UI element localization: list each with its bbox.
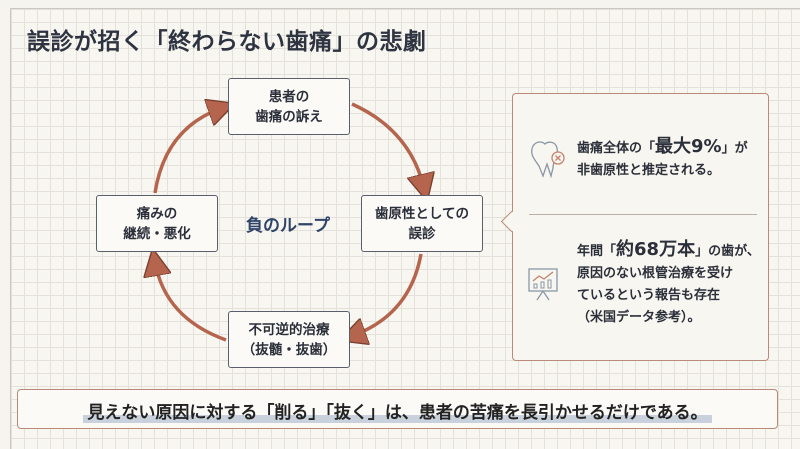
conclusion-banner: 見えない原因に対する「削る」「抜く」は、患者の苦痛を長引かせるだけである。 (17, 389, 778, 429)
page-title: 誤診が招く「終わらない歯痛」の悲劇 (27, 29, 427, 55)
node-misdiagnosis: 歯原性としての 誤診 (361, 195, 483, 252)
node-line: 継続・悪化 (123, 225, 191, 242)
arrow-bottom-left (155, 262, 227, 342)
fact1-text: 歯痛全体の「最大9%」が 非歯原性と推定される。 (577, 136, 748, 182)
node-line: 患者の (268, 88, 310, 105)
node-patient-complaint: 患者の 歯痛の訴え (228, 78, 350, 135)
node-line: 痛みの (136, 205, 178, 222)
node-line: 誤診 (408, 225, 436, 242)
fact1-pre: 歯痛全体の「 (577, 141, 656, 156)
tooth-x-icon (531, 141, 565, 179)
fact2-pre: 年間「 (577, 244, 617, 259)
facts-callout: 歯痛全体の「最大9%」が 非歯原性と推定される。 年間「約68万本」の歯が、 原… (500, 93, 769, 361)
node-line: （抜髄・抜歯） (241, 341, 337, 358)
fact1-line2: 非歯原性と推定される。 (577, 163, 721, 178)
fact2-line3: ているという報告も存在 (577, 288, 721, 303)
node-irreversible-treatment: 不可逆的治療 （抜髄・抜歯） (228, 311, 350, 368)
fact2-text: 年間「約68万本」の歯が、 原因のない根管治療を受け ているという報告も存在 （… (577, 239, 760, 329)
node-pain-continues: 痛みの 継続・悪化 (96, 195, 218, 252)
arrow-left-top (153, 108, 222, 194)
fact2-post: 」の歯が、 (695, 244, 760, 259)
fact1-post: 」が (721, 141, 748, 156)
fact1-highlight: 最大9% (655, 136, 722, 157)
node-line: 歯原性としての (374, 205, 470, 222)
loop-center-label: 負のループ (246, 216, 330, 236)
loop-arrows (0, 0, 520, 380)
fact2-line4: （米国データ参考）。 (577, 310, 701, 325)
chart-presentation-icon (528, 268, 558, 301)
arrow-top-right (351, 102, 424, 188)
node-line: 不可逆的治療 (248, 321, 330, 338)
node-line: 歯痛の訴え (255, 108, 323, 125)
arrow-right-bottom (352, 253, 423, 336)
fact2-line2: 原因のない根管治療を受け (577, 266, 734, 281)
divider (529, 214, 757, 215)
fact2-highlight: 約68万本 (616, 239, 696, 260)
conclusion-text: 見えない原因に対する「削る」「抜く」は、患者の苦痛を長引かせるだけである。 (83, 403, 712, 423)
